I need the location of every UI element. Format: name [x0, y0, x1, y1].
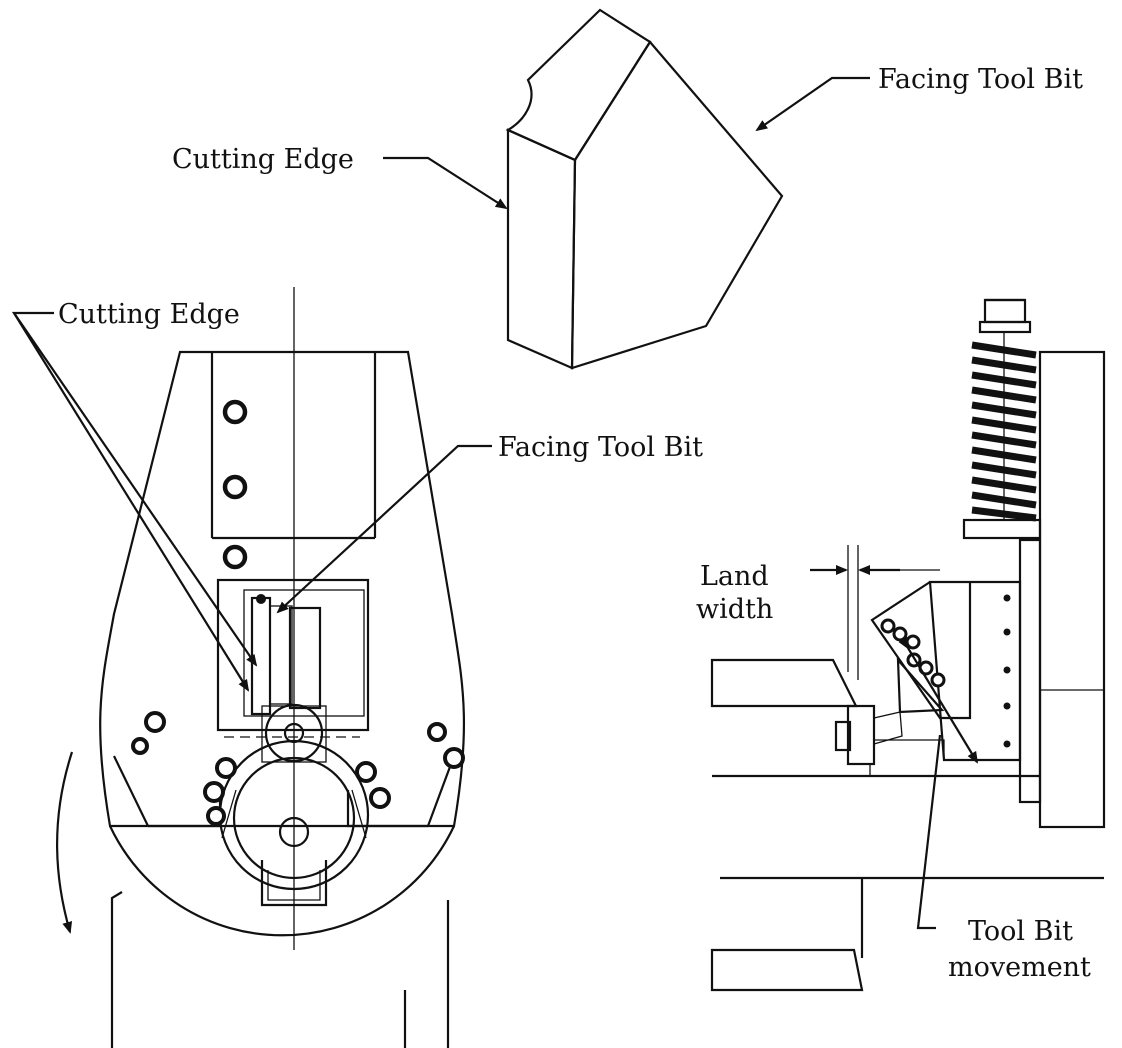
left-cutting-edge-label: Cutting Edge	[58, 299, 240, 330]
top-cutting-edge-label: Cutting Edge	[172, 144, 354, 175]
top-cutting-edge-leader	[383, 156, 508, 210]
facing-tool-bit-3d	[505, 8, 784, 370]
tool-bit-movement-label-line1: Tool Bit	[968, 916, 1073, 947]
left-cutting-edge-leader	[11, 311, 258, 692]
tool-bit-movement-label-line2: movement	[948, 952, 1091, 983]
land-width-label-line2: width	[696, 594, 773, 625]
land-width-label-line1: Land	[700, 561, 769, 592]
rotation-arrow-icon	[56, 751, 74, 934]
side-section-view	[710, 298, 1106, 992]
top-facing-tool-bit-leader	[755, 76, 870, 132]
facing-head-front-view	[56, 287, 466, 1048]
top-facing-tool-bit-label: Facing Tool Bit	[878, 64, 1083, 95]
left-facing-tool-bit-label: Facing Tool Bit	[498, 432, 703, 463]
left-facing-tool-bit-leader	[276, 444, 492, 614]
